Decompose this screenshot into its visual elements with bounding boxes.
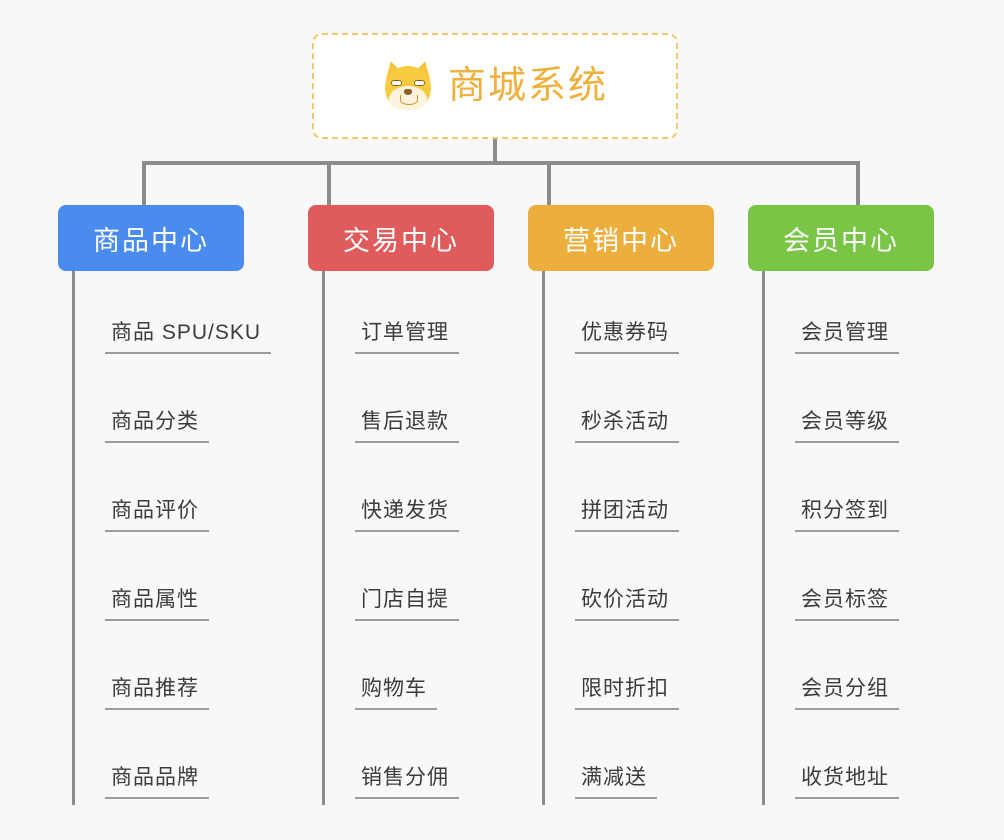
leaf-item[interactable]: 商品评价 bbox=[75, 449, 298, 538]
leaf-item-label: 秒杀活动 bbox=[575, 405, 679, 443]
leaf-item[interactable]: 会员管理 bbox=[765, 271, 968, 360]
connector-horizontal-bus bbox=[142, 161, 860, 165]
leaf-item-label: 快递发货 bbox=[355, 494, 459, 532]
leaf-item-label: 商品评价 bbox=[105, 494, 209, 532]
leaf-item[interactable]: 商品分类 bbox=[75, 360, 298, 449]
leaf-item[interactable]: 门店自提 bbox=[325, 538, 528, 627]
leaf-item[interactable]: 商品 SPU/SKU bbox=[75, 271, 298, 360]
leaf-item[interactable]: 销售分佣 bbox=[325, 716, 528, 805]
column-product-center: 商品中心商品 SPU/SKU 商品分类商品评价商品属性商品推荐商品品牌 bbox=[58, 205, 298, 805]
leaf-item[interactable]: 订单管理 bbox=[325, 271, 528, 360]
leaf-item[interactable]: 秒杀活动 bbox=[545, 360, 748, 449]
leaf-item[interactable]: 砍价活动 bbox=[545, 538, 748, 627]
leaf-item[interactable]: 商品推荐 bbox=[75, 627, 298, 716]
root-node-title: 商城系统 bbox=[447, 65, 608, 107]
connector-branch-marketing-center bbox=[547, 161, 551, 207]
leaf-item[interactable]: 满减送 bbox=[545, 716, 748, 805]
leaf-item-label: 积分签到 bbox=[795, 494, 899, 532]
leaf-item[interactable]: 售后退款 bbox=[325, 360, 528, 449]
category-label: 会员中心 bbox=[783, 225, 899, 256]
connector-branch-trade-center bbox=[327, 161, 331, 207]
column-marketing-center: 营销中心优惠券码秒杀活动拼团活动砍价活动限时折扣满减送 bbox=[528, 205, 748, 805]
root-node-card[interactable]: 商城系统 bbox=[312, 33, 678, 139]
leaf-item-label: 拼团活动 bbox=[575, 494, 679, 532]
column-trade-center: 交易中心订单管理售后退款快递发货门店自提购物车销售分佣 bbox=[308, 205, 528, 805]
connector-branch-member-center bbox=[856, 161, 860, 207]
leaf-item-label: 限时折扣 bbox=[575, 672, 679, 710]
leaf-item-label: 砍价活动 bbox=[575, 583, 679, 621]
leaf-item[interactable]: 积分签到 bbox=[765, 449, 968, 538]
category-box-marketing-center[interactable]: 营销中心 bbox=[528, 205, 714, 271]
leaf-item[interactable]: 商品属性 bbox=[75, 538, 298, 627]
leaf-item[interactable]: 快递发货 bbox=[325, 449, 528, 538]
leaf-list-marketing-center: 优惠券码秒杀活动拼团活动砍价活动限时折扣满减送 bbox=[542, 271, 748, 805]
leaf-item-label: 会员管理 bbox=[795, 316, 899, 354]
category-box-product-center[interactable]: 商品中心 bbox=[58, 205, 244, 271]
leaf-item[interactable]: 收货地址 bbox=[765, 716, 968, 805]
leaf-list-product-center: 商品 SPU/SKU 商品分类商品评价商品属性商品推荐商品品牌 bbox=[72, 271, 298, 805]
category-box-member-center[interactable]: 会员中心 bbox=[748, 205, 934, 271]
leaf-item[interactable]: 会员标签 bbox=[765, 538, 968, 627]
leaf-list-member-center: 会员管理会员等级积分签到会员标签会员分组收货地址 bbox=[762, 271, 968, 805]
leaf-item[interactable]: 拼团活动 bbox=[545, 449, 748, 538]
leaf-item-label: 商品属性 bbox=[105, 583, 209, 621]
category-box-trade-center[interactable]: 交易中心 bbox=[308, 205, 494, 271]
leaf-item-label: 收货地址 bbox=[795, 761, 899, 799]
leaf-list-trade-center: 订单管理售后退款快递发货门店自提购物车销售分佣 bbox=[322, 271, 528, 805]
leaf-item[interactable]: 优惠券码 bbox=[545, 271, 748, 360]
leaf-item-label: 门店自提 bbox=[355, 583, 459, 621]
category-label: 交易中心 bbox=[343, 225, 459, 256]
leaf-item-label: 购物车 bbox=[355, 672, 437, 710]
category-label: 营销中心 bbox=[563, 225, 679, 256]
leaf-item-label: 会员等级 bbox=[795, 405, 899, 443]
leaf-item-label: 会员分组 bbox=[795, 672, 899, 710]
leaf-item-label: 满减送 bbox=[575, 761, 657, 799]
leaf-item[interactable]: 限时折扣 bbox=[545, 627, 748, 716]
leaf-item[interactable]: 会员分组 bbox=[765, 627, 968, 716]
connector-branch-product-center bbox=[142, 161, 146, 207]
leaf-item-label: 会员标签 bbox=[795, 583, 899, 621]
leaf-item-label: 售后退款 bbox=[355, 405, 459, 443]
leaf-item-label: 销售分佣 bbox=[355, 761, 459, 799]
connector-root-drop bbox=[493, 139, 497, 164]
leaf-item-label: 商品品牌 bbox=[105, 761, 209, 799]
category-label: 商品中心 bbox=[93, 225, 209, 256]
leaf-item-label: 优惠券码 bbox=[575, 316, 679, 354]
leaf-item[interactable]: 商品品牌 bbox=[75, 716, 298, 805]
leaf-item-label: 商品 SPU/SKU bbox=[105, 316, 272, 354]
leaf-item-label: 商品分类 bbox=[105, 405, 209, 443]
leaf-item[interactable]: 购物车 bbox=[325, 627, 528, 716]
leaf-item-label: 订单管理 bbox=[355, 316, 459, 354]
shiba-dog-face-icon bbox=[381, 58, 435, 112]
leaf-item[interactable]: 会员等级 bbox=[765, 360, 968, 449]
column-member-center: 会员中心会员管理会员等级积分签到会员标签会员分组收货地址 bbox=[748, 205, 968, 805]
leaf-item-label: 商品推荐 bbox=[105, 672, 209, 710]
